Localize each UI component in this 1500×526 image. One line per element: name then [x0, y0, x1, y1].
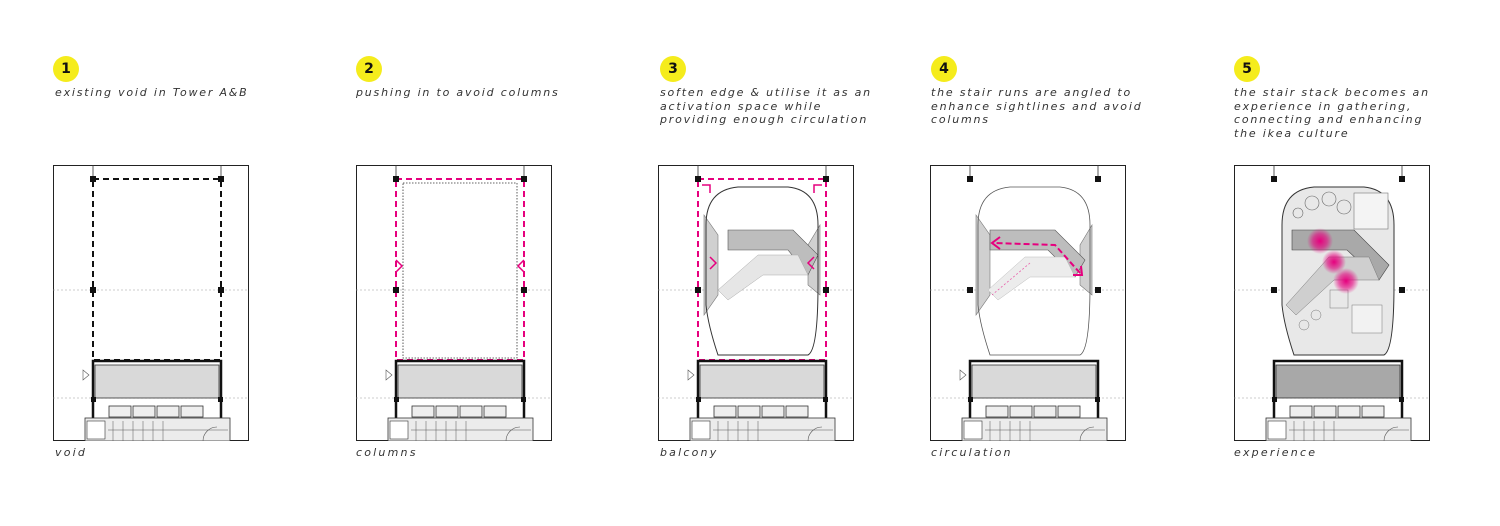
- plan-balcony: [658, 165, 854, 441]
- step-panel-2: 2 pushing in to avoid columns: [356, 0, 646, 526]
- plan-circulation: [930, 165, 1126, 441]
- step-panel-3: 3 soften edge & utilise it as an activat…: [658, 0, 948, 526]
- plan-experience: [1234, 165, 1430, 441]
- step-number-badge: 1: [53, 56, 79, 82]
- step-label: experience: [1234, 446, 1318, 459]
- step-number-badge: 3: [660, 56, 686, 82]
- step-description: pushing in to avoid columns: [356, 86, 560, 99]
- step-number-badge: 2: [356, 56, 382, 82]
- plan-columns: [356, 165, 552, 441]
- step-panel-1: 1 existing void in Tower A&B void: [53, 0, 343, 526]
- step-description: the stair stack becomes an experience in…: [1234, 86, 1430, 140]
- step-label: balcony: [660, 446, 719, 459]
- step-panel-4: 4 the stair runs are angled to enhance s…: [930, 0, 1220, 526]
- step-description: existing void in Tower A&B: [55, 86, 249, 99]
- step-label: columns: [356, 446, 418, 459]
- step-number-badge: 4: [931, 56, 957, 82]
- step-description: soften edge & utilise it as an activatio…: [660, 86, 872, 126]
- plan-void: [53, 165, 249, 441]
- step-number-badge: 5: [1234, 56, 1260, 82]
- step-label: void: [55, 446, 88, 459]
- step-panel-5: 5 the stair stack becomes an experience …: [1234, 0, 1500, 526]
- step-description: the stair runs are angled to enhance sig…: [931, 86, 1143, 126]
- step-label: circulation: [931, 446, 1013, 459]
